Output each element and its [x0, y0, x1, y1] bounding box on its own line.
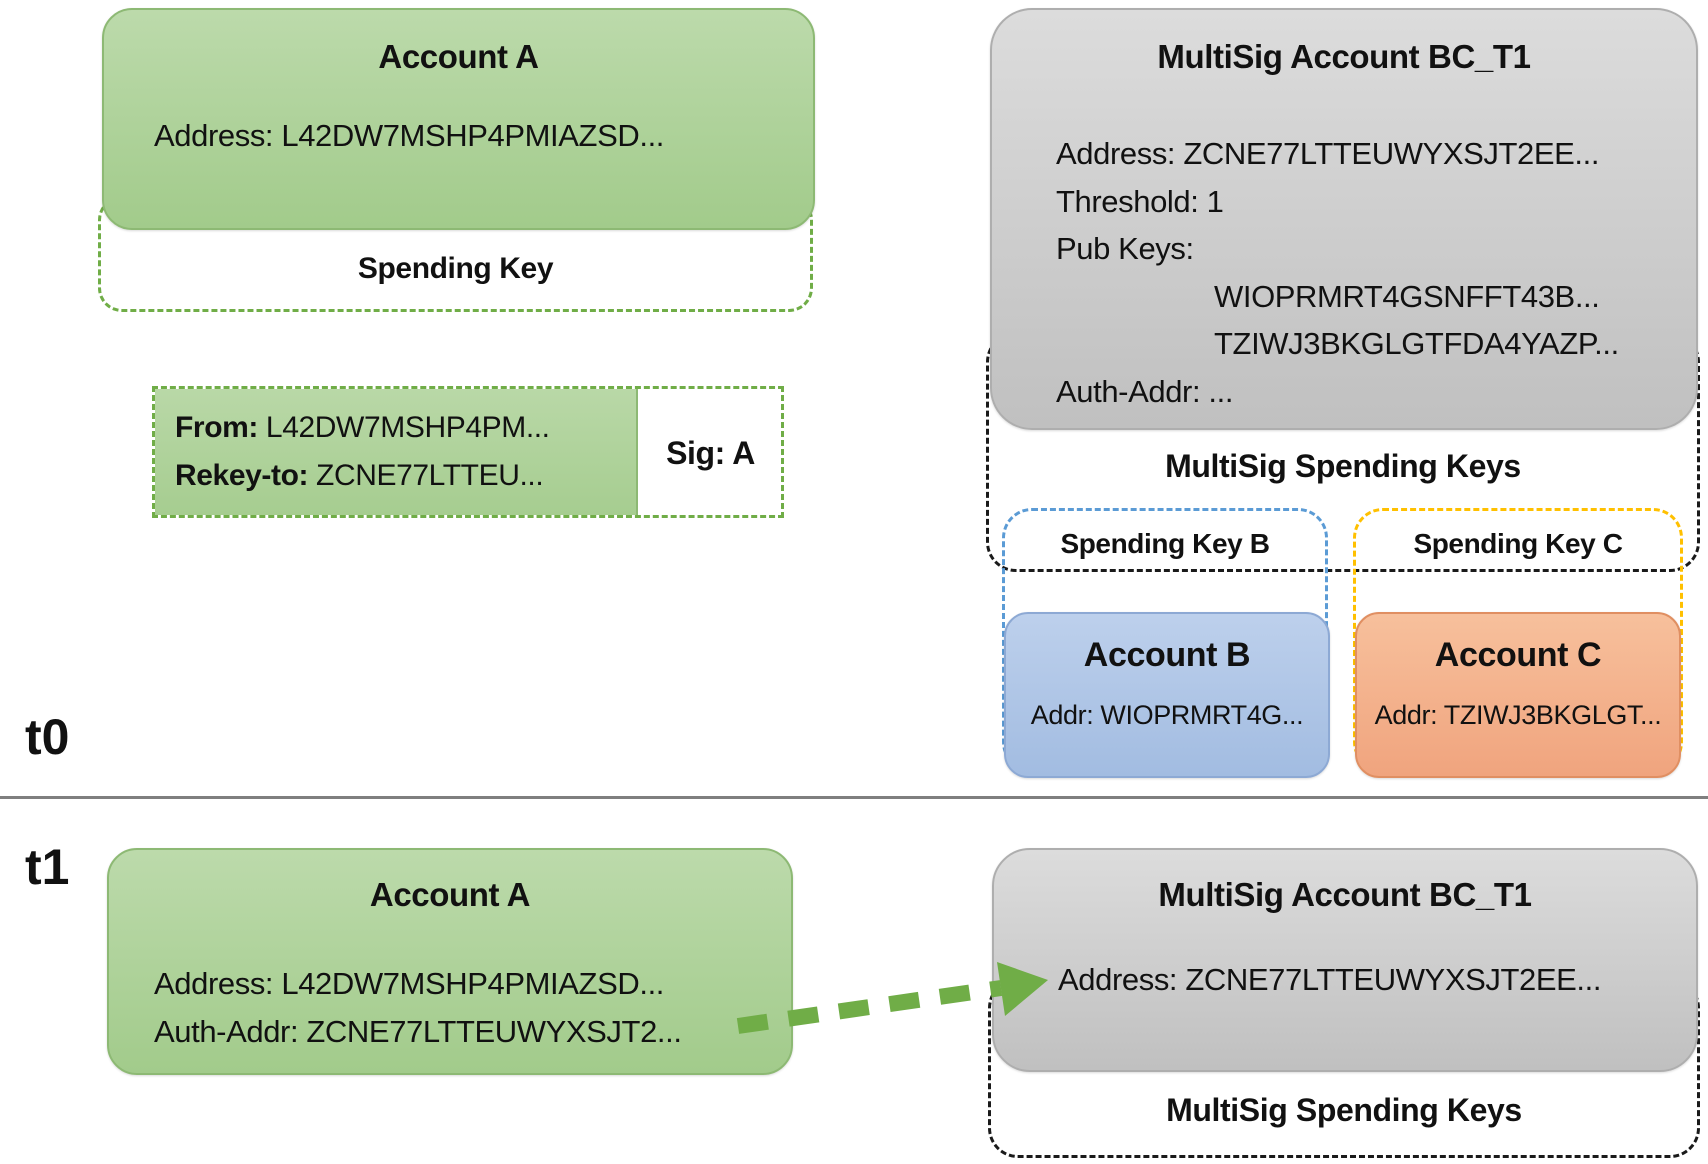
- multisig-spending-keys-label-t0: MultiSig Spending Keys: [1165, 448, 1521, 484]
- account-a-details-t1: Address: L42DW7MSHP4PMIAZSD... Auth-Addr…: [154, 960, 682, 1055]
- account-a-address-t1: Address: L42DW7MSHP4PMIAZSD...: [154, 966, 664, 1001]
- multisig-spending-keys-label-t1: MultiSig Spending Keys: [1166, 1092, 1522, 1128]
- timeline-divider: [0, 796, 1708, 799]
- txn-from-value: L42DW7MSHP4PM...: [258, 411, 550, 444]
- timeline-label-t1: t1: [25, 839, 70, 895]
- txn-rekey-line: Rekey-to: ZCNE77LTTEU...: [175, 459, 544, 493]
- account-b-address: Addr: WIOPRMRT4G...: [1030, 700, 1304, 730]
- account-b-title: Account B: [1083, 636, 1251, 674]
- multisig-account-box-t1: MultiSig Account BC_T1 Address: ZCNE77LT…: [992, 848, 1698, 1072]
- account-a-address-t0: Address: L42DW7MSHP4PMIAZSD...: [154, 118, 664, 153]
- multisig-title-t0: MultiSig Account BC_T1: [1157, 38, 1531, 75]
- multisig-pubkey-b: WIOPRMRT4GSNFFT43B...: [1214, 278, 1600, 314]
- multisig-pubkeys-line: Pub Keys:: [1056, 231, 1194, 266]
- multisig-authaddr-line: Auth-Addr: ...: [1056, 373, 1234, 409]
- txn-rekey-value: ZCNE77LTTEU...: [308, 459, 544, 492]
- multisig-address-t1: Address: ZCNE77LTTEUWYXSJT2EE...: [1058, 962, 1602, 997]
- spending-key-a-label: Spending Key: [357, 252, 554, 285]
- account-a-box-t0: Account A Address: L42DW7MSHP4PMIAZSD...: [102, 8, 815, 230]
- rekey-transaction-box: From: L42DW7MSHP4PM... Rekey-to: ZCNE77L…: [152, 386, 784, 518]
- txn-from-label: From:: [175, 411, 258, 444]
- multisig-title-t1: MultiSig Account BC_T1: [1158, 876, 1532, 913]
- txn-from-line: From: L42DW7MSHP4PM...: [175, 411, 550, 445]
- multisig-account-box-t0: MultiSig Account BC_T1 Address: ZCNE77LT…: [990, 8, 1698, 430]
- multisig-details-t0: Address: ZCNE77LTTEUWYXSJT2EE... Thresho…: [1056, 130, 1676, 415]
- account-b-box: Account B Addr: WIOPRMRT4G...: [1004, 612, 1330, 778]
- multisig-threshold-line: Threshold: 1: [1056, 183, 1224, 219]
- txn-rekey-label: Rekey-to:: [175, 459, 309, 492]
- account-c-box: Account C Addr: TZIWJ3BKGLGT...: [1355, 612, 1681, 778]
- multisig-pubkey-c: TZIWJ3BKGLGTFDA4YAZP...: [1214, 326, 1619, 361]
- multisig-address-line: Address: ZCNE77LTTEUWYXSJT2EE...: [1056, 136, 1600, 171]
- txn-signature: Sig: A: [666, 435, 755, 471]
- spending-key-c-label: Spending Key C: [1413, 528, 1623, 559]
- account-a-authaddr-t1: Auth-Addr: ZCNE77LTTEUWYXSJT2...: [154, 1013, 682, 1049]
- account-c-title: Account C: [1434, 636, 1602, 674]
- timeline-label-t0: t0: [25, 709, 70, 765]
- account-a-title-t1: Account A: [369, 876, 531, 913]
- account-a-title-t0: Account A: [378, 38, 539, 75]
- rekey-transaction-fields: From: L42DW7MSHP4PM... Rekey-to: ZCNE77L…: [155, 389, 638, 515]
- spending-key-b-label: Spending Key B: [1060, 528, 1270, 559]
- account-a-box-t1: Account A Address: L42DW7MSHP4PMIAZSD...…: [107, 848, 793, 1075]
- account-c-address: Addr: TZIWJ3BKGLGT...: [1374, 700, 1662, 730]
